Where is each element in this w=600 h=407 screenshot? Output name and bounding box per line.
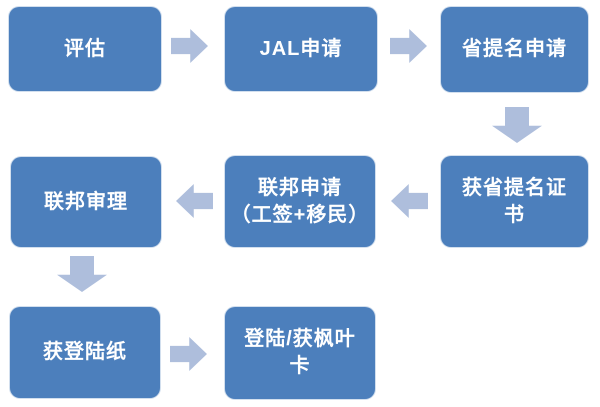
arrow-down-icon [57,256,107,292]
arrow-right-icon [170,337,207,371]
arrow-right-icon [390,29,427,63]
node-assessment-label: 评估 [64,37,106,60]
node-landing-obtain-maple-leaf-card: 登陆/获枫叶 卡 [225,307,375,399]
node-federal-application-label: 联邦申请 （工签+移民） [230,176,370,226]
node-assessment: 评估 [9,7,161,91]
arrow-left-icon [391,184,428,218]
node-federal-review-label: 联邦审理 [44,190,128,213]
node-obtain-provincial-nomination-certificate-label: 获省提名证 书 [462,176,567,226]
node-landing-obtain-maple-leaf-card-label: 登陆/获枫叶 卡 [244,328,356,377]
node-obtain-landing-paper: 获登陆纸 [10,307,160,398]
arrow-left-icon [176,184,213,218]
node-obtain-provincial-nomination-certificate: 获省提名证 书 [441,156,588,247]
node-provincial-nomination-application: 省提名申请 [441,7,588,92]
arrow-right-icon [171,29,208,63]
node-obtain-landing-paper-label: 获登陆纸 [43,341,127,363]
node-jal-application-label: JAL申请 [259,37,343,60]
node-federal-review: 联邦审理 [11,157,161,247]
node-jal-application: JAL申请 [225,7,377,91]
node-provincial-nomination-application-label: 省提名申请 [462,38,567,60]
node-federal-application: 联邦申请 （工签+移民） [225,156,375,247]
arrow-down-icon [492,107,542,143]
